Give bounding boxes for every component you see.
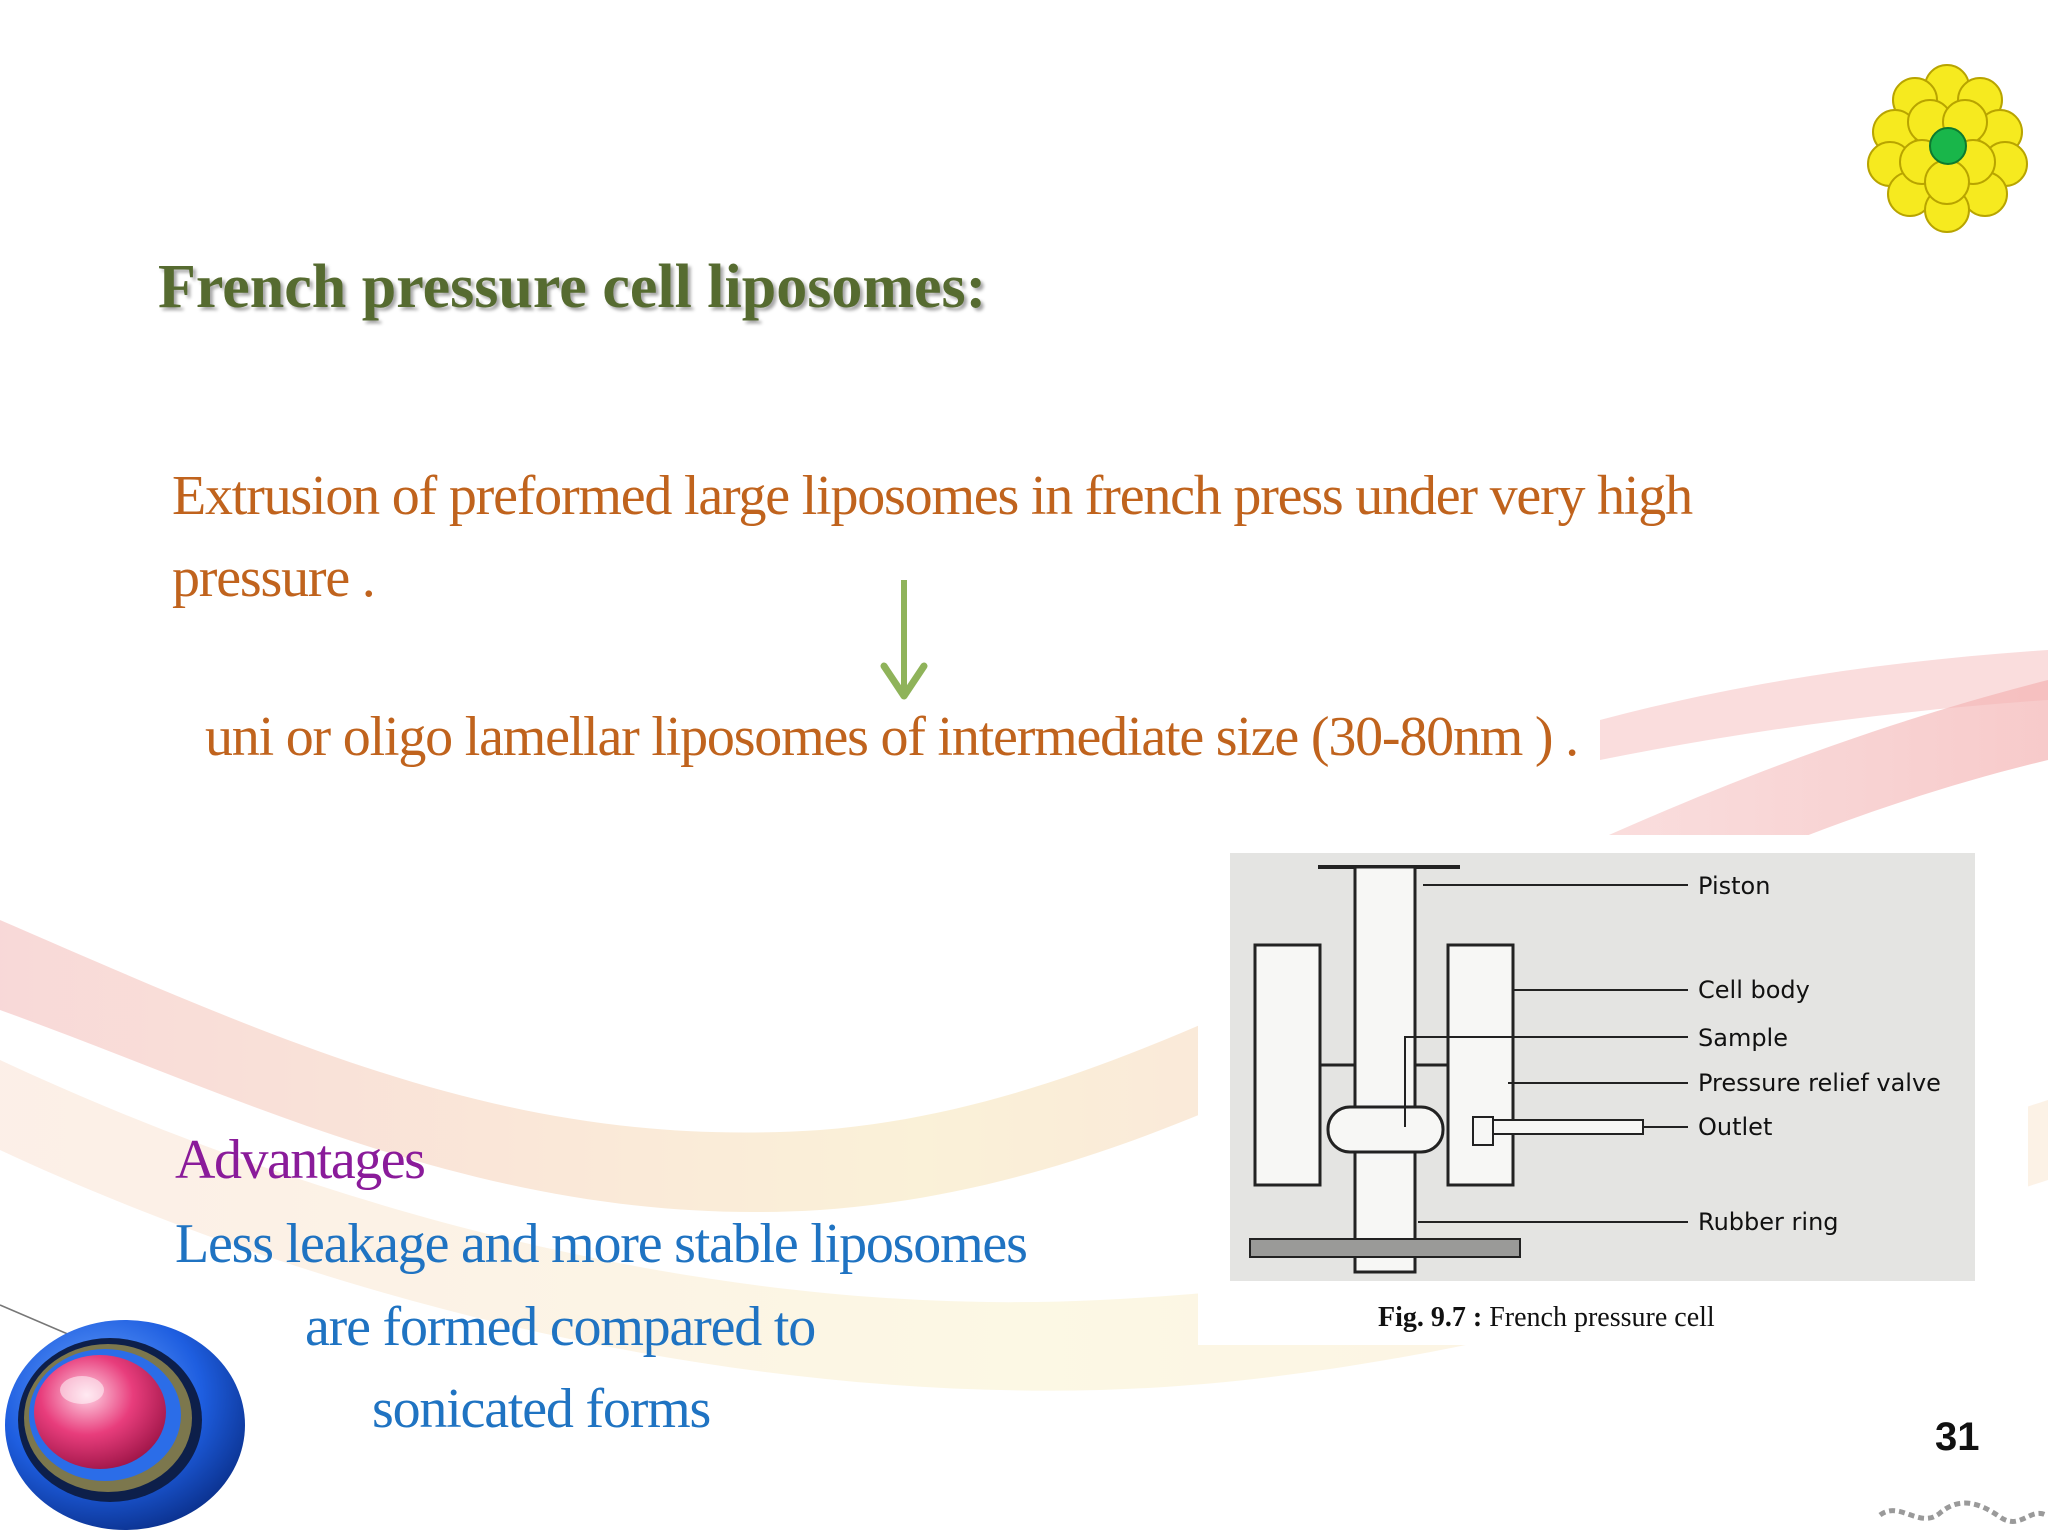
extrusion-paragraph: Extrusion of preformed large liposomes i…: [172, 465, 1693, 609]
label-outlet: Outlet: [1698, 1113, 1772, 1141]
result-line: uni or oligo lamellar liposomes of inter…: [205, 706, 1579, 768]
advantage-line: Less leakage and more stable liposomes: [175, 1213, 1028, 1275]
label-rubber-ring: Rubber ring: [1698, 1208, 1839, 1236]
liposome-illustration-icon: [0, 1304, 245, 1530]
advantages-heading: Advantages: [175, 1129, 426, 1191]
label-cell-body: Cell body: [1698, 976, 1810, 1004]
label-sample: Sample: [1698, 1024, 1788, 1052]
decorative-scribble-icon: [1878, 1500, 2048, 1524]
page-number: 31: [1935, 1415, 1980, 1459]
label-pressure-relief-valve: Pressure relief valve: [1698, 1069, 1941, 1097]
slide-title: French pressure cell liposomes:: [158, 253, 987, 321]
down-arrow-icon: [880, 580, 928, 700]
advantage-line: are formed compared to: [305, 1296, 816, 1358]
advantage-line: sonicated forms: [372, 1378, 711, 1440]
figure-caption-text: French pressure cell: [1489, 1302, 1715, 1333]
figure-caption: Fig. 9.7 : French pressure cell: [1378, 1302, 1715, 1334]
pressure-cell-diagram: Piston Cell body Sample Pressure relief …: [1230, 853, 1975, 1281]
figure-number: Fig. 9.7 :: [1378, 1302, 1483, 1333]
cluster-logo-icon: [1867, 64, 2028, 233]
label-piston: Piston: [1698, 872, 1770, 900]
french-pressure-cell-figure: Piston Cell body Sample Pressure relief …: [1198, 835, 2028, 1345]
